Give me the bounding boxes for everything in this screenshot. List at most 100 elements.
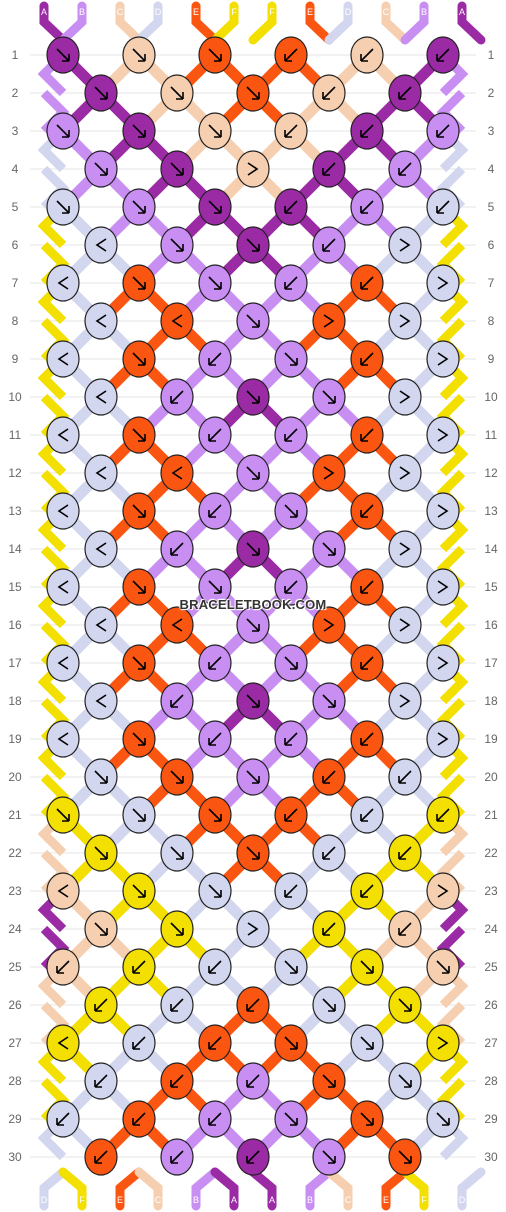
knot	[122, 492, 156, 530]
knot-arrow-icon	[284, 580, 298, 594]
knot-arrow-icon	[437, 656, 449, 670]
knot	[312, 606, 346, 644]
top-strand-end	[115, 1, 144, 45]
knot	[84, 74, 118, 112]
knot-arrow-icon	[246, 618, 260, 632]
knot-arrow-icon	[322, 998, 336, 1012]
knot	[46, 720, 80, 758]
knot	[160, 910, 194, 948]
top-strand-label: B	[421, 7, 427, 17]
row-number-right: 14	[484, 542, 498, 556]
knot-arrow-icon	[246, 1074, 260, 1088]
knot	[274, 948, 308, 986]
knot	[312, 454, 346, 492]
knot-arrow-icon	[322, 846, 336, 860]
row-number-right: 8	[488, 314, 495, 328]
knot-arrow-icon	[56, 808, 70, 822]
knot-arrow-icon	[208, 1036, 222, 1050]
knot	[236, 74, 270, 112]
knot	[312, 682, 346, 720]
knot	[122, 948, 156, 986]
knot-arrow-icon	[246, 86, 260, 100]
row-number-right: 9	[488, 352, 495, 366]
knot	[388, 834, 422, 872]
knot	[84, 910, 118, 948]
knot-shape	[388, 226, 422, 264]
knot-arrow-icon	[399, 618, 411, 632]
knot	[388, 226, 422, 264]
row-number-left: 7	[12, 276, 19, 290]
knot	[160, 530, 194, 568]
knot	[274, 188, 308, 226]
top-strand-end	[324, 1, 353, 45]
knot	[198, 948, 232, 986]
knot-shape	[426, 264, 460, 302]
row-number-right: 15	[484, 580, 498, 594]
knot	[236, 682, 270, 720]
knot-arrow-icon	[436, 808, 450, 822]
knot-arrow-icon	[284, 884, 298, 898]
knot-arrow-icon	[436, 1112, 450, 1126]
knot	[388, 986, 422, 1024]
knot-arrow-icon	[132, 504, 146, 518]
knot	[160, 834, 194, 872]
knot	[84, 1138, 118, 1176]
knot-shape	[84, 378, 118, 416]
knot-arrow-icon	[360, 124, 374, 138]
row-number-left: 10	[8, 390, 22, 404]
bottom-strand-end	[381, 1167, 410, 1211]
knot-arrow-icon	[132, 808, 146, 822]
knot-arrow-icon	[437, 1036, 449, 1050]
row-number-left: 5	[12, 200, 19, 214]
watermark-text: BRACELETBOOK.COM	[179, 597, 327, 612]
knot-arrow-icon	[208, 808, 222, 822]
knot	[122, 188, 156, 226]
knot	[236, 834, 270, 872]
row-number-right: 6	[488, 238, 495, 252]
knot-shape	[426, 720, 460, 758]
knot-arrow-icon	[170, 922, 184, 936]
knot-arrow-icon	[398, 998, 412, 1012]
knot-shape	[46, 264, 80, 302]
row-number-right: 11	[485, 428, 498, 442]
knot-arrow-icon	[323, 618, 335, 632]
row-number-right: 2	[488, 86, 495, 100]
row-number-right: 12	[484, 466, 498, 480]
knot-arrow-icon	[399, 542, 411, 556]
knot-arrow-icon	[436, 200, 450, 214]
top-strand-label: D	[345, 7, 352, 17]
knot	[84, 454, 118, 492]
top-strand-end	[248, 1, 277, 45]
knot-shape	[160, 302, 194, 340]
knot	[312, 150, 346, 188]
knot	[84, 986, 118, 1024]
knot	[46, 872, 80, 910]
knot	[312, 1138, 346, 1176]
knot-arrow-icon	[132, 352, 146, 366]
knot	[46, 1024, 80, 1062]
row-number-left: 25	[8, 960, 22, 974]
row-number-right: 16	[484, 618, 498, 632]
knot-arrow-icon	[246, 846, 260, 860]
knot	[350, 1100, 384, 1138]
bottom-strand-label: A	[231, 1195, 237, 1205]
row-number-right: 19	[484, 732, 498, 746]
knot	[198, 112, 232, 150]
knot-arrow-icon	[360, 352, 374, 366]
top-strand-end	[58, 1, 87, 45]
knot	[84, 150, 118, 188]
top-strand-end	[134, 1, 163, 45]
knot-shape	[426, 1024, 460, 1062]
knot-arrow-icon	[323, 466, 335, 480]
knot-arrow-icon	[208, 580, 222, 594]
top-strand-end	[210, 1, 239, 45]
knot-arrow-icon	[94, 846, 108, 860]
row-number-left: 8	[12, 314, 19, 328]
knot	[160, 454, 194, 492]
knot-arrow-icon	[360, 1036, 374, 1050]
knot-shape	[46, 568, 80, 606]
knot-shape	[388, 378, 422, 416]
knot-arrow-icon	[399, 314, 411, 328]
knot	[160, 986, 194, 1024]
